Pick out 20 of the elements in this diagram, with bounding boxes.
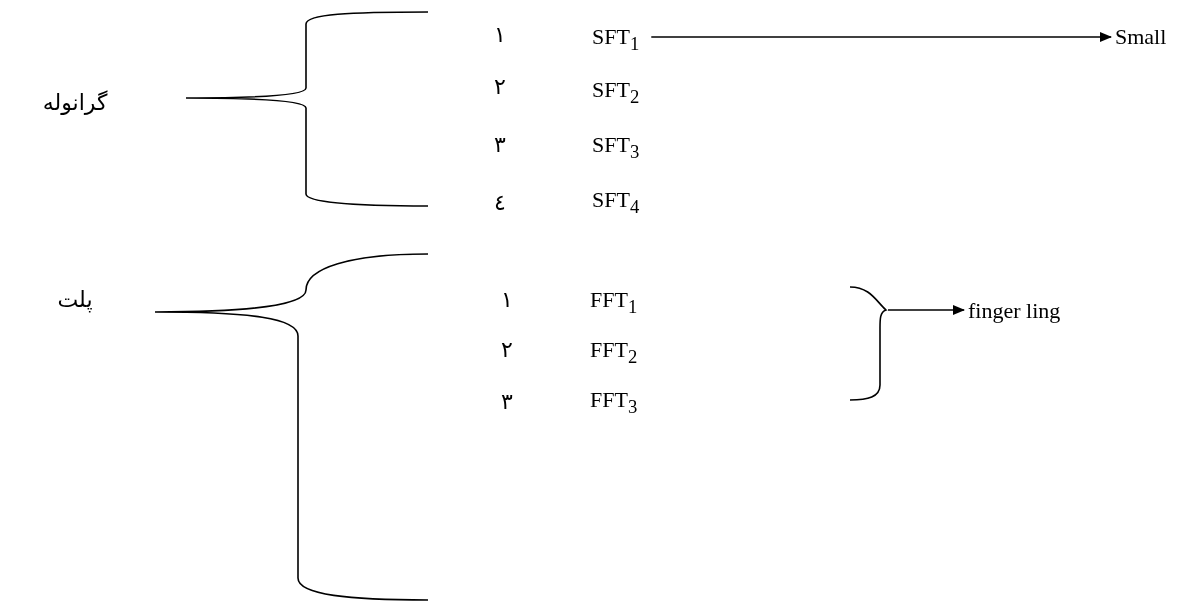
word-label: پلت <box>57 287 93 313</box>
number-label: ٣ <box>501 389 513 415</box>
number-label: ٢ <box>494 74 506 100</box>
number-label: ٣ <box>494 132 506 158</box>
number-label: ١ <box>501 287 513 313</box>
arrow <box>650 32 1112 42</box>
node-text: Small <box>1115 24 1167 50</box>
number-label: ١ <box>494 22 506 48</box>
node-text: FFT$_{3}$ <box>590 387 638 413</box>
number-label: ٢ <box>501 337 513 363</box>
node-text: FFT$_{2}$ <box>590 337 638 363</box>
number-label: ٤ <box>494 190 506 216</box>
text-label: SFT$_{3}$ <box>592 132 640 158</box>
word-label: گرانوله <box>42 90 108 116</box>
arrow <box>887 305 965 315</box>
node-text: SFT$_{1}$ <box>592 24 640 50</box>
text-label: SFT$_{2}$ <box>592 77 640 103</box>
text-label: SFT$_{4}$ <box>592 187 640 213</box>
node-text: finger ling <box>968 298 1061 324</box>
node-text: FFT$_{1}$ <box>590 287 638 313</box>
